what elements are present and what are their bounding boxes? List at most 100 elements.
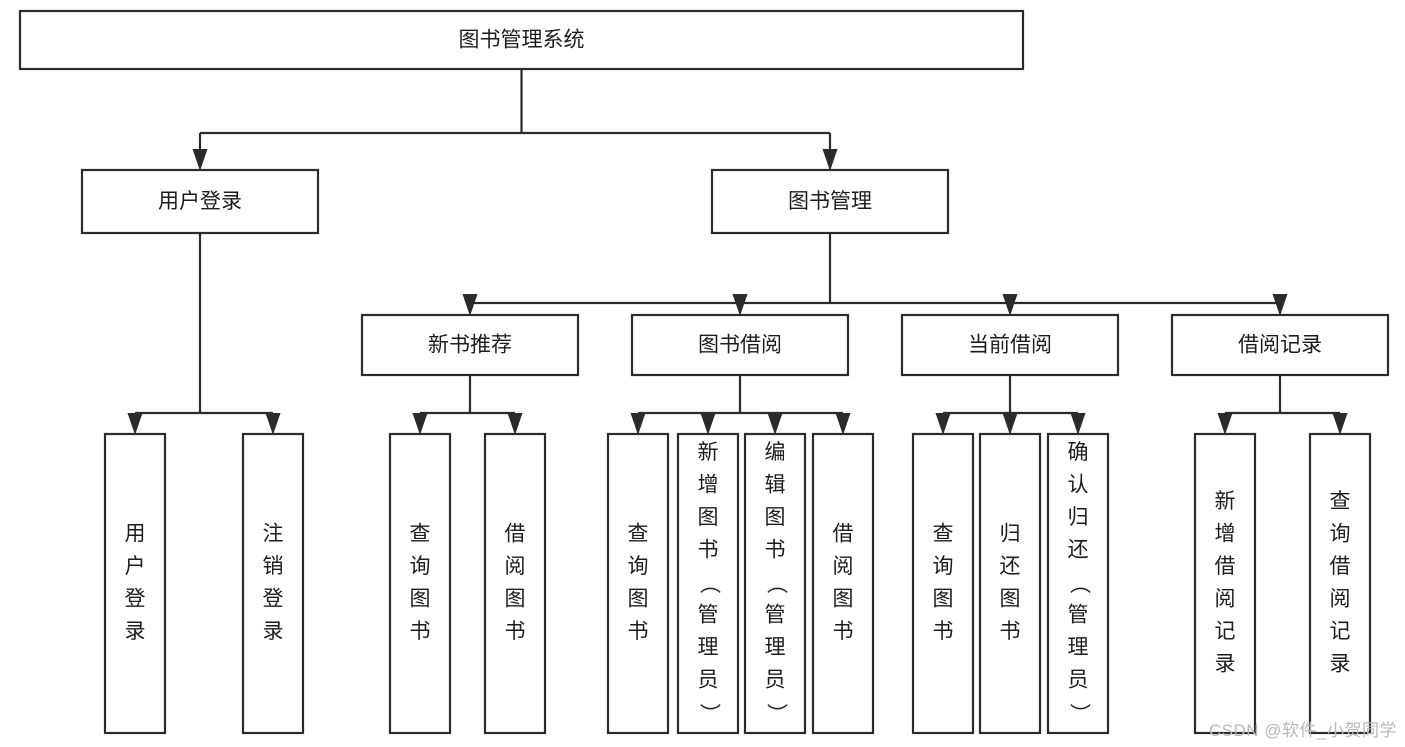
node-box xyxy=(811,432,875,735)
node-label-char: 认 xyxy=(1068,474,1089,497)
node-label-char: ） xyxy=(697,703,720,724)
node-level3-2[interactable]: 当前借阅 xyxy=(900,313,1120,377)
node-label-char: 录 xyxy=(1215,652,1236,675)
arrow-head-icon xyxy=(127,413,143,435)
connector-group-0 xyxy=(192,69,838,171)
node-label-char: 询 xyxy=(933,555,954,578)
node-label-char: 销 xyxy=(263,555,284,578)
node-label-char: 图 xyxy=(1000,587,1021,610)
connector-group-5 xyxy=(935,375,1086,435)
node-label-char: 登 xyxy=(125,587,146,610)
node-label-char: 阅 xyxy=(1215,587,1236,610)
node-label-char: 询 xyxy=(628,555,649,578)
node-box xyxy=(911,432,975,735)
node-root-0[interactable]: 图书管理系统 xyxy=(18,9,1025,71)
node-label-char: 借 xyxy=(833,522,854,545)
node-label-char: 图 xyxy=(628,587,649,610)
node-label-char: 阅 xyxy=(505,555,526,578)
node-label-char: 查 xyxy=(933,522,954,545)
node-label-char: 还 xyxy=(1068,539,1089,562)
arrow-head-icon xyxy=(835,413,851,435)
node-label-char: 管 xyxy=(698,604,719,627)
arrow-head-icon xyxy=(630,413,646,435)
node-label-char: 查 xyxy=(628,522,649,545)
node-label-char: 借 xyxy=(505,522,526,545)
node-label-char: 阅 xyxy=(833,555,854,578)
connector-group-2 xyxy=(127,233,281,435)
node-label-char: 图 xyxy=(410,587,431,610)
node-box xyxy=(606,432,670,735)
node-label-char: 借 xyxy=(1215,555,1236,578)
node-label-char: 查 xyxy=(1330,490,1351,513)
node-label-char: ） xyxy=(1067,703,1090,724)
node-box xyxy=(630,313,850,377)
node-label-char: 录 xyxy=(125,620,146,643)
node-box xyxy=(80,168,320,235)
connector-group-1 xyxy=(462,233,1288,316)
node-label-char: 图 xyxy=(833,587,854,610)
node-label-char: 理 xyxy=(698,636,719,659)
node-box xyxy=(103,432,167,735)
node-label-char: 新 xyxy=(698,441,719,464)
node-box xyxy=(1046,432,1110,735)
arrow-head-icon xyxy=(412,413,428,435)
node-label-char: 用 xyxy=(125,522,146,545)
node-box xyxy=(1308,432,1372,735)
node-label: 图书管理系统 xyxy=(459,29,585,52)
node-label-char: 还 xyxy=(1000,555,1021,578)
node-box xyxy=(241,432,305,735)
node-label-char: 录 xyxy=(263,620,284,643)
node-label-char: 图 xyxy=(765,506,786,529)
node-box xyxy=(978,432,1042,735)
node-level3-3[interactable]: 借阅记录 xyxy=(1170,313,1390,377)
arrow-head-icon xyxy=(462,294,478,316)
node-box xyxy=(1193,432,1257,735)
node-level3-1[interactable]: 图书借阅 xyxy=(630,313,850,377)
node-label-char: 编 xyxy=(765,441,786,464)
node-label-char: 归 xyxy=(1068,506,1089,529)
node-level3-0[interactable]: 新书推荐 xyxy=(360,313,580,377)
node-label-char: 记 xyxy=(1330,620,1351,643)
connector-group-4 xyxy=(630,375,851,435)
node-label-char: 询 xyxy=(410,555,431,578)
node-layer: 图书管理系统用户登录图书管理新书推荐图书借阅当前借阅借阅记录用户登录注销登录查询… xyxy=(18,9,1390,735)
node-label-char: 图 xyxy=(933,587,954,610)
arrow-head-icon xyxy=(732,294,748,316)
node-label: 新书推荐 xyxy=(428,334,512,357)
node-label-char: 记 xyxy=(1215,620,1236,643)
node-label: 图书管理 xyxy=(788,190,872,213)
node-label-char: （ xyxy=(1067,573,1090,594)
node-label-char: （ xyxy=(697,573,720,594)
node-label-char: 书 xyxy=(933,620,954,643)
node-label: 当前借阅 xyxy=(968,334,1052,357)
node-label-char: 登 xyxy=(263,587,284,610)
node-level2-0[interactable]: 用户登录 xyxy=(80,168,320,235)
node-label-char: 归 xyxy=(1000,522,1021,545)
node-box xyxy=(1170,313,1390,377)
node-level2-1[interactable]: 图书管理 xyxy=(710,168,950,235)
node-leaf-0[interactable]: 用户登录 xyxy=(103,432,167,735)
node-label-char: 员 xyxy=(765,669,786,692)
node-label-char: 理 xyxy=(1068,636,1089,659)
connector-layer xyxy=(127,69,1348,435)
arrow-head-icon xyxy=(1002,413,1018,435)
arrow-head-icon xyxy=(822,149,838,171)
arrow-head-icon xyxy=(1002,294,1018,316)
node-label: 用户登录 xyxy=(158,190,242,213)
node-label-char: 员 xyxy=(1068,669,1089,692)
arrow-head-icon xyxy=(192,149,208,171)
node-label-char: 管 xyxy=(1068,604,1089,627)
